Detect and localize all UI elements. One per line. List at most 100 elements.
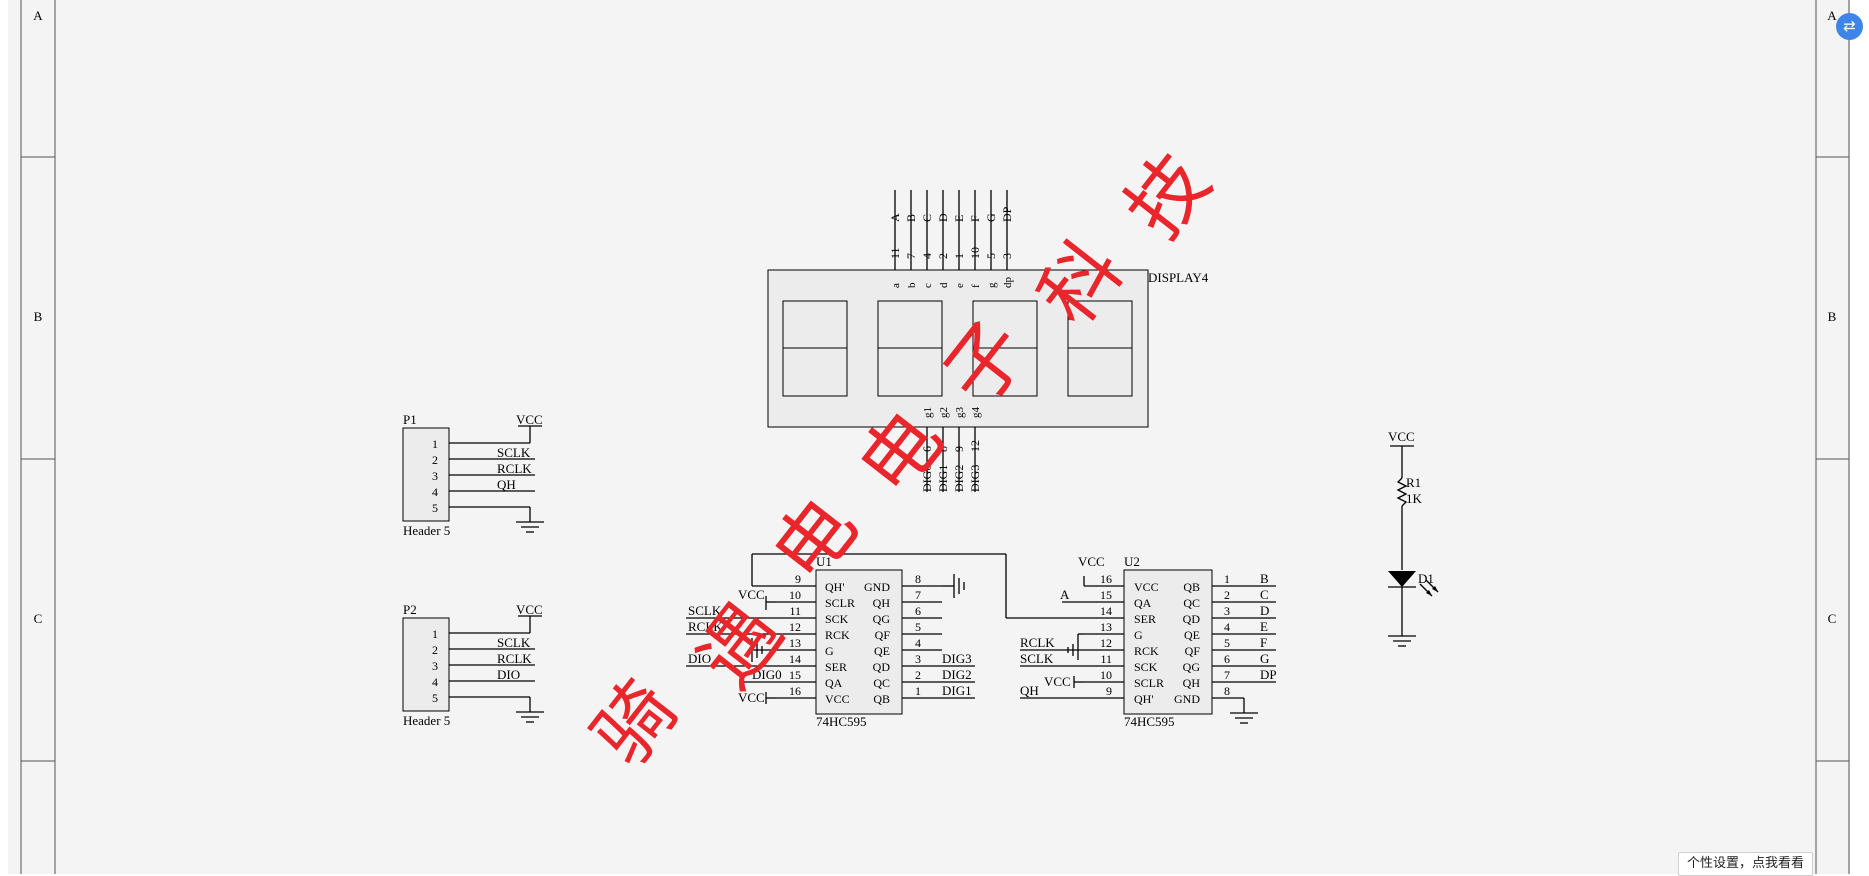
u1-net-vcc-10: VCC (738, 587, 765, 602)
u2-right-net-3: E (1260, 619, 1268, 634)
u2-right-pin-0: 1 (1224, 572, 1230, 586)
p2-net-2: RCLK (497, 651, 532, 666)
u1-net-sclk: SCLK (688, 603, 722, 618)
sheet-paper (8, 0, 1850, 874)
p2-pin-0: 1 (432, 627, 438, 641)
u1-right-pin-5: 3 (915, 652, 921, 666)
u2-right-pin-1: 2 (1224, 588, 1230, 602)
u2-right-name-5: QG (1183, 660, 1201, 674)
d1-ref: D1 (1418, 571, 1434, 586)
display4-bottom-pin-1: 8 (936, 446, 950, 452)
display4-top-net-6: G (984, 213, 998, 222)
u2-left-name-1: QA (1134, 596, 1152, 610)
u2-right-net-0: B (1260, 571, 1269, 586)
u1-left-pin-1: 10 (789, 588, 801, 602)
display4-seg-6: g (986, 282, 998, 288)
u1-right-name-5: QD (873, 660, 891, 674)
display4-top-pin-0: 11 (888, 247, 902, 259)
u2-right-name-3: QE (1184, 628, 1200, 642)
frame-row-labels: A B C A B C (33, 8, 1837, 626)
p1-net-1: SCLK (497, 445, 531, 460)
display4-ref: DISPLAY4 (1148, 270, 1209, 285)
display4-bottom-net-2: DIG2 (952, 465, 966, 492)
frame-label-left-a: A (33, 8, 43, 23)
u2-right-pin-3: 4 (1224, 620, 1230, 634)
u1-left-pin-5: 14 (789, 652, 801, 666)
display4-bottom-net-3: DIG3 (968, 465, 982, 492)
settings-button[interactable]: 个性设置，点我看看 (1678, 852, 1814, 876)
u1-left-pin-4: 13 (789, 636, 801, 650)
u1-net-rclk: RCLK (688, 619, 723, 634)
p2-pin-4: 5 (432, 691, 438, 705)
u2-left-pin-7: 9 (1106, 684, 1112, 698)
p2-pin-1: 2 (432, 643, 438, 657)
u2-left-pin-4: 12 (1100, 636, 1112, 650)
display4-top-net-0: A (888, 213, 902, 222)
u2-right-pin-4: 5 (1224, 636, 1230, 650)
display4-seg-0: a (890, 283, 902, 288)
display4-digit-3: g4 (970, 407, 982, 419)
frame-label-right-c: C (1828, 611, 1837, 626)
u1-left-name-5: SER (825, 660, 847, 674)
display4-digit-1: g2 (938, 407, 950, 418)
u2-left-name-6: SCLR (1134, 676, 1164, 690)
u2-right-name-4: QF (1185, 644, 1201, 658)
u1-part: 74HC595 (816, 714, 867, 729)
u1-left-pin-3: 12 (789, 620, 801, 634)
display4-seg-3: d (938, 282, 950, 288)
r1-value: 1K (1406, 491, 1423, 506)
display4-seg-2: c (922, 283, 934, 288)
p2-pin-2: 3 (432, 659, 438, 673)
u2-left-name-2: SER (1134, 612, 1156, 626)
p1-pin-2: 3 (432, 469, 438, 483)
u2-right-name-1: QC (1183, 596, 1200, 610)
display4-seg-1: b (906, 282, 918, 288)
u1-net-dig0: DIG0 (752, 667, 782, 682)
u2-left-name-4: RCK (1134, 644, 1159, 658)
p1-pin-4: 5 (432, 501, 438, 515)
u2-part: 74HC595 (1124, 714, 1175, 729)
u2-net-rclk: RCLK (1020, 635, 1055, 650)
display4-top-pin-6: 5 (984, 253, 998, 259)
u1-left-pin-7: 16 (789, 684, 801, 698)
u2-right-name-6: QH (1183, 676, 1201, 690)
p1-pin-1: 2 (432, 453, 438, 467)
translate-icon[interactable]: ⇄ (1836, 13, 1863, 40)
u1-right-pin-2: 6 (915, 604, 921, 618)
led-vcc-label: VCC (1388, 429, 1415, 444)
u2-right-name-0: QB (1183, 580, 1200, 594)
u1-left-name-3: RCK (825, 628, 850, 642)
u2-net-vcc-16: VCC (1078, 554, 1105, 569)
frame-label-left-c: C (34, 611, 43, 626)
display4-top-net-5: F (968, 215, 982, 222)
u2-left-name-7: QH' (1134, 692, 1154, 706)
p2-name: Header 5 (403, 713, 450, 728)
u2-ref: U2 (1124, 554, 1140, 569)
display4-top-net-4: E (952, 215, 966, 222)
u1-net-dig1: DIG1 (942, 683, 972, 698)
u1-right-name-3: QF (875, 628, 891, 642)
display4-seg-7: dp (1002, 277, 1014, 289)
u1-left-name-4: G (825, 644, 834, 658)
u1-right-pin-4: 4 (915, 636, 921, 650)
u2-right-name-7: GND (1174, 692, 1200, 706)
u1-right-name-7: QB (873, 692, 890, 706)
u1-net-dio: DIO (688, 651, 711, 666)
u1-right-pin-1: 7 (915, 588, 921, 602)
frame-label-left-b: B (34, 309, 43, 324)
u1-left-name-7: VCC (825, 692, 850, 706)
p2-net-1: SCLK (497, 635, 531, 650)
u1-left-pin-2: 11 (789, 604, 801, 618)
display4-component (767, 190, 1149, 492)
display4-bottom-pin-2: 9 (952, 446, 966, 452)
p2-pin-3: 4 (432, 675, 438, 689)
display4-bottom-pin-3: 12 (968, 440, 982, 452)
u2-left-pin-2: 14 (1100, 604, 1112, 618)
display4-top-net-2: C (920, 214, 934, 222)
